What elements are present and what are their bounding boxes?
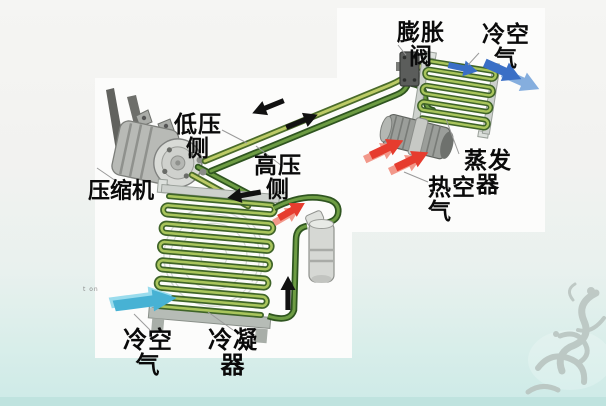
bottom-accent-strip — [0, 397, 606, 406]
label-expansion-valve: 膨胀 阀 — [397, 20, 445, 71]
label-evaporator: 蒸发 器 — [464, 148, 512, 199]
intake-air-arrow-icon — [108, 286, 177, 312]
label-low-pressure-side: 低压 侧 — [174, 112, 222, 163]
dragon-watermark — [525, 282, 606, 395]
label-high-pressure-side: 高压 侧 — [254, 153, 302, 204]
label-condenser: 冷凝 器 — [208, 326, 258, 380]
label-cold-air-bottom: 冷空 气 — [123, 326, 173, 380]
condenser-coil — [147, 178, 288, 344]
condenser-outlet-pipes — [267, 194, 342, 322]
label-compressor: 压缩机 — [87, 179, 154, 204]
flow-arrow-icon — [227, 98, 318, 310]
label-hot-air: 热空 气 — [428, 175, 476, 226]
leader-lines — [96, 44, 480, 331]
receiver-drier — [305, 210, 335, 283]
hot-gas-arrow-icon — [272, 203, 305, 227]
label-cold-air-top: 冷空 气 — [482, 22, 530, 73]
expansion-valve-body — [396, 51, 420, 87]
cold-air-arrow-icon — [447, 58, 540, 91]
blower-motor — [379, 113, 454, 160]
watermark-fragment: t on — [83, 286, 99, 293]
hot-air-arrow-icon — [362, 138, 429, 176]
